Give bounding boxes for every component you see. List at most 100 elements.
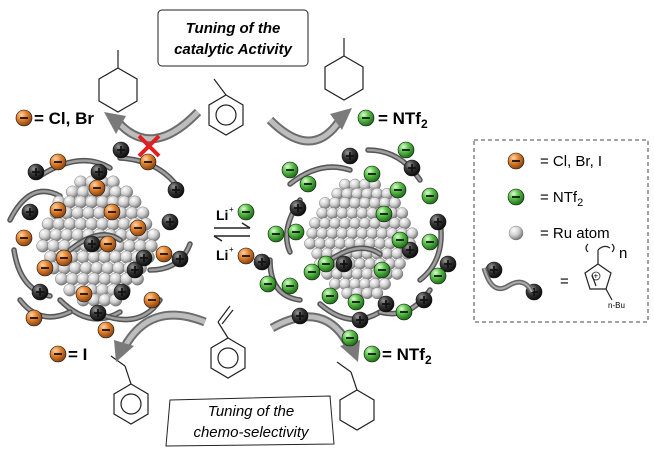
ru-atom bbox=[336, 227, 349, 240]
arrow-bottom-left bbox=[114, 310, 207, 362]
top-title-box: Tuning of the catalytic Activity bbox=[157, 9, 309, 67]
svg-text:+: + bbox=[594, 272, 599, 281]
label-bottom-left-sphere bbox=[49, 345, 67, 363]
ru-atom bbox=[389, 217, 401, 230]
ru-atom bbox=[376, 227, 389, 240]
ru-atom bbox=[52, 217, 66, 231]
ru-atom bbox=[361, 287, 374, 300]
cation bbox=[335, 255, 353, 273]
cation bbox=[415, 291, 433, 309]
anion-ntf2 bbox=[397, 141, 415, 159]
anion-halide bbox=[99, 235, 117, 253]
ru-atom bbox=[369, 197, 381, 209]
anion-ntf2 bbox=[375, 205, 393, 223]
ru-atom bbox=[354, 257, 366, 270]
legend-item-1-text: = Cl, Br, I bbox=[540, 153, 602, 170]
toluene bbox=[208, 78, 244, 136]
ru-atom bbox=[356, 227, 369, 240]
anion-halide bbox=[55, 249, 73, 267]
cation bbox=[135, 249, 153, 267]
cation bbox=[377, 295, 395, 313]
ru-atom bbox=[304, 237, 316, 250]
cation bbox=[90, 163, 108, 181]
ru-atom bbox=[120, 250, 134, 264]
ru-atom bbox=[319, 217, 331, 230]
anion-ntf2 bbox=[363, 165, 381, 183]
anion-ntf2 bbox=[259, 275, 277, 293]
ethylcyclohexane bbox=[336, 361, 375, 431]
ru-atom bbox=[74, 195, 88, 209]
ru-atom bbox=[147, 228, 161, 242]
ru-atom bbox=[98, 293, 112, 307]
ru-atom bbox=[109, 250, 123, 264]
anion-ntf2 bbox=[389, 181, 407, 199]
ru-atom bbox=[406, 227, 419, 240]
ru-atom bbox=[316, 207, 329, 220]
ru-atom bbox=[38, 228, 52, 242]
ru-atom bbox=[136, 206, 150, 220]
ru-atom bbox=[55, 272, 68, 286]
top-box-line1: Tuning of the bbox=[186, 20, 281, 37]
anion-halide bbox=[36, 259, 54, 277]
legend-nbu-label: n-Bu bbox=[608, 301, 625, 310]
bottom-title-box: Tuning of the chemo-selectivity bbox=[165, 395, 335, 447]
exchange-upper-charge: + bbox=[229, 205, 234, 214]
anion-ntf2 bbox=[299, 175, 317, 193]
legend-item-2-text: = NTf2 bbox=[540, 189, 583, 209]
ru-atom bbox=[336, 207, 349, 220]
ru-atom bbox=[85, 195, 98, 209]
ru-atom bbox=[101, 261, 115, 275]
ru-atom bbox=[326, 207, 339, 220]
ru-atom bbox=[71, 206, 85, 220]
ethylbenzene bbox=[110, 355, 149, 425]
top-box-line2: catalytic Activity bbox=[174, 41, 292, 58]
label-top-left-text: = Cl, Br bbox=[34, 109, 94, 128]
exchange-lower-charge: + bbox=[229, 245, 234, 254]
ru-atom bbox=[49, 228, 63, 242]
exchange-spheres bbox=[237, 203, 255, 265]
ru-atom bbox=[508, 225, 524, 241]
arrow-top-left bbox=[104, 108, 202, 144]
ru-atom bbox=[399, 217, 411, 230]
ru-atom bbox=[329, 217, 341, 230]
label-top-right-text: = NTf2 bbox=[378, 109, 428, 131]
ru-atom bbox=[85, 217, 98, 231]
ru-atom bbox=[125, 206, 139, 220]
label-bottom-left: = I bbox=[49, 345, 87, 364]
nanoparticle-left bbox=[7, 141, 193, 339]
anion-ntf2 bbox=[281, 161, 299, 179]
label-bottom-left-text: = I bbox=[68, 345, 87, 364]
ru-atom bbox=[366, 227, 379, 240]
label-top-left-sphere bbox=[15, 109, 33, 127]
anion-halide bbox=[25, 309, 43, 327]
ru-atom bbox=[98, 250, 112, 264]
cation bbox=[429, 213, 447, 231]
anion-ntf2 bbox=[287, 223, 305, 241]
exchange-orange-ion bbox=[237, 247, 255, 265]
anion-halide bbox=[103, 203, 121, 221]
exchange-green-ion bbox=[237, 203, 255, 221]
legend-green-sphere bbox=[507, 188, 525, 206]
anion-ntf2 bbox=[303, 263, 321, 281]
cation bbox=[21, 203, 39, 221]
ru-atom bbox=[60, 228, 74, 242]
label-bottom-right-text: = NTf2 bbox=[382, 345, 432, 367]
anion-ntf2 bbox=[429, 267, 447, 285]
ru-atom bbox=[90, 261, 104, 275]
bottom-box-line2: chemo-selectivity bbox=[193, 424, 310, 441]
label-top-right: = NTf2 bbox=[357, 109, 428, 131]
cation bbox=[289, 199, 307, 217]
anion-halide bbox=[49, 153, 67, 171]
ru-atom bbox=[339, 197, 351, 209]
anion-ntf2 bbox=[373, 261, 391, 279]
ru-atom bbox=[109, 272, 123, 286]
methylcyclohexane-top-right bbox=[324, 38, 364, 101]
ru-atom bbox=[394, 257, 406, 270]
anion-ntf2 bbox=[267, 225, 285, 243]
ru-atom bbox=[76, 272, 90, 286]
cation bbox=[253, 253, 271, 271]
legend-n-label: n bbox=[619, 245, 627, 262]
anion-halide bbox=[129, 219, 147, 237]
ru-atom bbox=[319, 197, 331, 209]
ru-atom bbox=[349, 217, 361, 230]
